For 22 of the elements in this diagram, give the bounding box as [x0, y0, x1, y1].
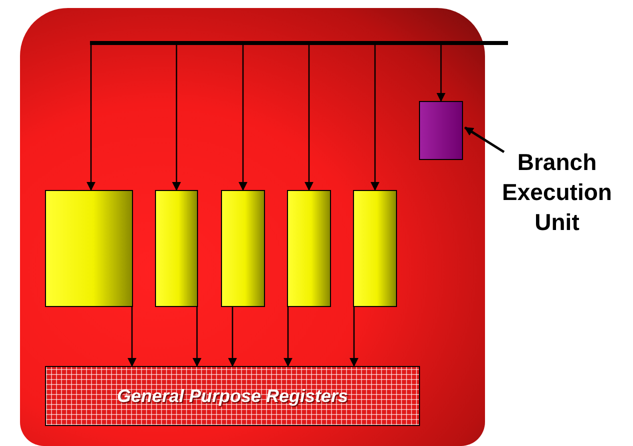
arrow — [350, 307, 358, 367]
arrow — [86, 45, 96, 191]
arrow — [436, 45, 446, 102]
execution-unit-box — [45, 190, 133, 307]
unit-label: Branch Execution Unit — [501, 148, 613, 237]
arrow — [238, 45, 248, 191]
register-label: General Purpose Registers — [116, 386, 348, 406]
arrow — [128, 307, 136, 367]
register-block — [45, 366, 420, 426]
execution-unit-box — [353, 190, 397, 307]
processor-panel — [20, 8, 485, 446]
execution-unit-box — [155, 190, 198, 307]
arrow — [172, 45, 181, 191]
arrow — [304, 45, 314, 191]
arrow — [228, 307, 237, 367]
execution-unit-box — [221, 190, 265, 307]
arrow — [192, 307, 202, 367]
arrow — [370, 45, 380, 191]
arrow — [284, 307, 292, 367]
execution-unit-box — [287, 190, 331, 307]
arrow — [464, 126, 505, 154]
execution-unit-box — [419, 101, 463, 160]
